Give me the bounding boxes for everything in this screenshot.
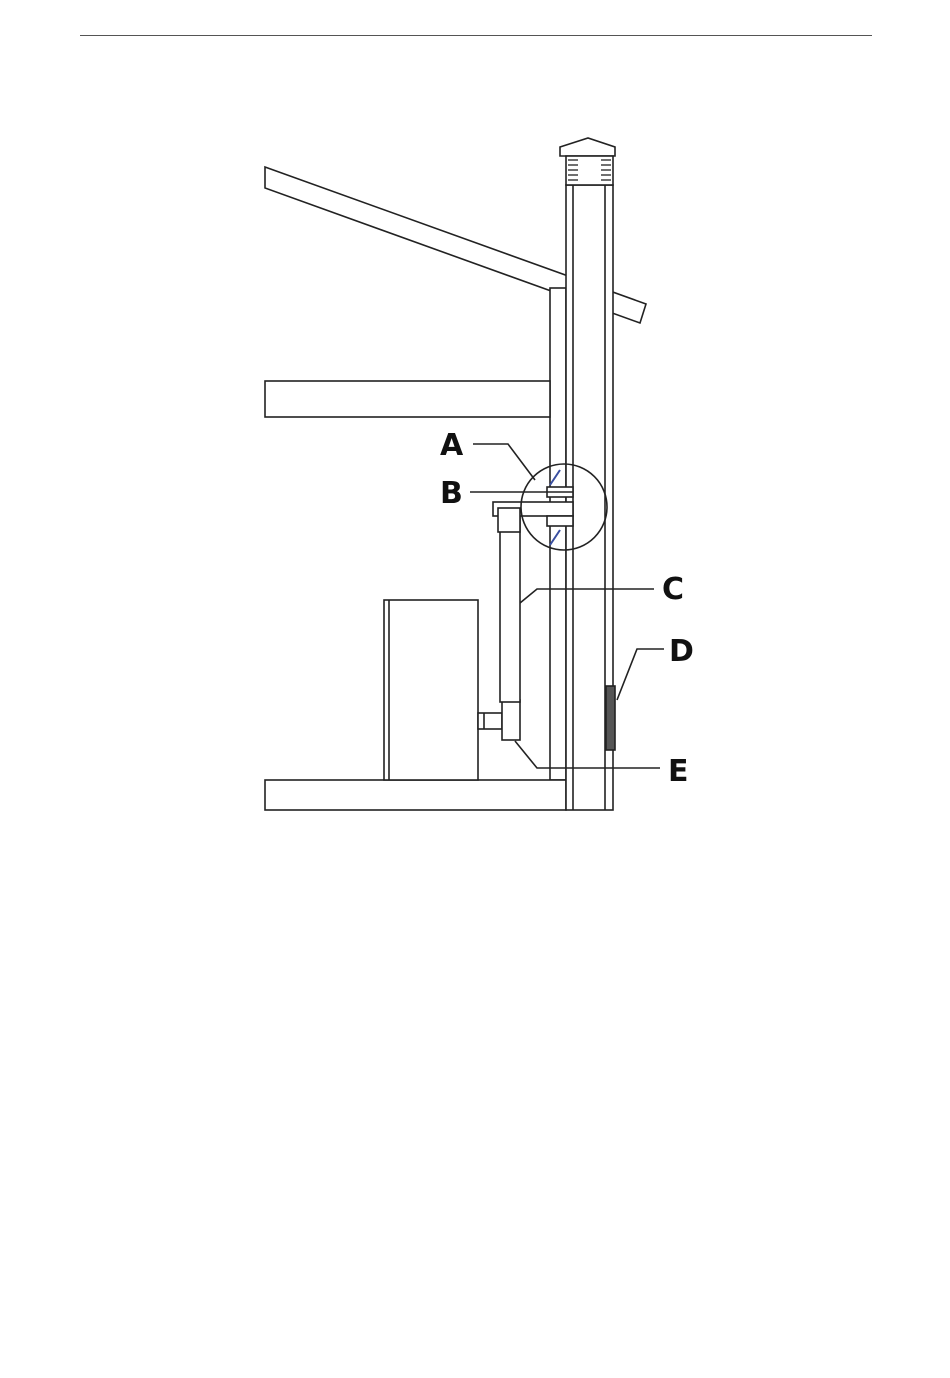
callout-label-b: B bbox=[440, 476, 463, 511]
chimney-cap bbox=[560, 138, 615, 156]
ceiling-joist bbox=[265, 381, 550, 417]
vertical-connector-pipe bbox=[500, 515, 520, 702]
callout-label-a: A bbox=[440, 428, 464, 463]
leader-line-a bbox=[473, 444, 535, 480]
stove-outlet bbox=[478, 713, 502, 729]
wall-thimble-lower bbox=[547, 516, 573, 526]
callout-label-e: E bbox=[668, 754, 689, 789]
leader-line-d bbox=[617, 649, 664, 700]
floor-slab bbox=[265, 780, 566, 810]
stove-body bbox=[384, 600, 478, 780]
callout-label-d: D bbox=[669, 634, 694, 669]
callout-label-c: C bbox=[662, 572, 684, 607]
connector-elbow bbox=[498, 508, 520, 532]
access-plate bbox=[606, 686, 615, 750]
tee-connector bbox=[502, 700, 520, 740]
